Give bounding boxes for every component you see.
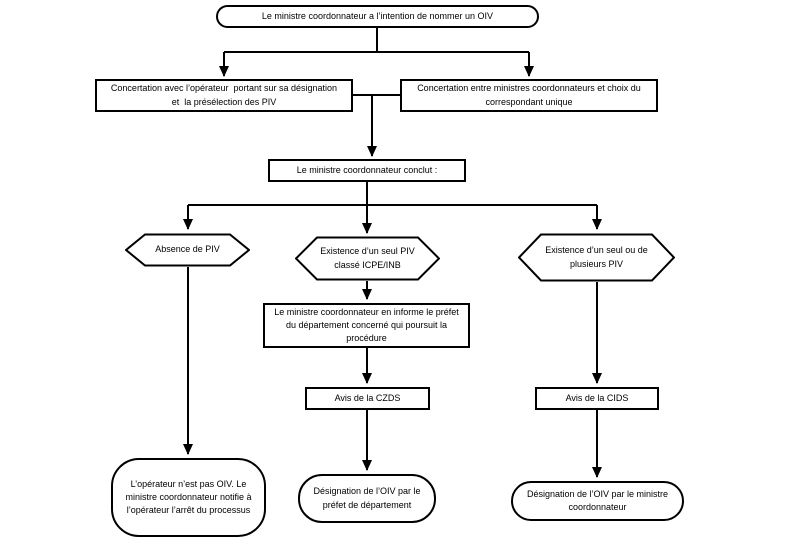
node-informe-prefet: Le ministre coordonnateur en informe le …	[263, 303, 470, 348]
hexagon-shape	[518, 233, 675, 282]
node-avis-czds-label: Avis de la CZDS	[334, 392, 401, 403]
node-arret-processus: L’opérateur n’est pas OIV. Le ministre c…	[111, 458, 266, 537]
node-concertation-operateur-label: Concertation avec l’opérateur portant su…	[110, 83, 338, 107]
hexagon-shape	[295, 236, 440, 281]
node-avis-cids-label: Avis de la CIDS	[565, 392, 629, 403]
node-conclusion: Le ministre coordonnateur conclut :	[268, 159, 466, 182]
node-concertation-ministres: Concertation entre ministres coordonnate…	[400, 79, 658, 112]
node-designation-prefet: Désignation de l’OIV par le préfet de dé…	[298, 474, 436, 523]
node-designation-ministre: Désignation de l’OIV par le ministre coo…	[511, 481, 684, 521]
hexagon-shape	[125, 233, 250, 267]
node-arret-processus-label: L’opérateur n’est pas OIV. Le ministre c…	[125, 478, 252, 516]
node-un-seul-ou-plusieurs-piv-label: Existence d’un seul ou de plusieurs PIV	[545, 245, 648, 269]
node-avis-czds: Avis de la CZDS	[305, 387, 430, 410]
node-concertation-ministres-label: Concertation entre ministres coordonnate…	[417, 83, 641, 107]
node-un-seul-ou-plusieurs-piv: Existence d’un seul ou de plusieurs PIV	[518, 233, 675, 282]
node-designation-prefet-label: Désignation de l’OIV par le préfet de dé…	[313, 486, 421, 510]
node-informe-prefet-label: Le ministre coordonnateur en informe le …	[274, 306, 459, 344]
node-un-seul-piv-icpe: Existence d’un seul PIV classé ICPE/INB	[295, 236, 440, 281]
node-avis-cids: Avis de la CIDS	[535, 387, 659, 410]
node-start: Le ministre coordonnateur a l’intention …	[216, 5, 539, 28]
node-concertation-operateur: Concertation avec l’opérateur portant su…	[95, 79, 353, 112]
node-un-seul-piv-icpe-label: Existence d’un seul PIV classé ICPE/INB	[320, 246, 415, 270]
node-absence-piv-label: Absence de PIV	[155, 244, 220, 255]
node-start-label: Le ministre coordonnateur a l’intention …	[261, 10, 494, 21]
node-absence-piv: Absence de PIV	[125, 233, 250, 267]
node-designation-ministre-label: Désignation de l’OIV par le ministre coo…	[526, 488, 669, 512]
node-conclusion-label: Le ministre coordonnateur conclut :	[296, 164, 438, 175]
